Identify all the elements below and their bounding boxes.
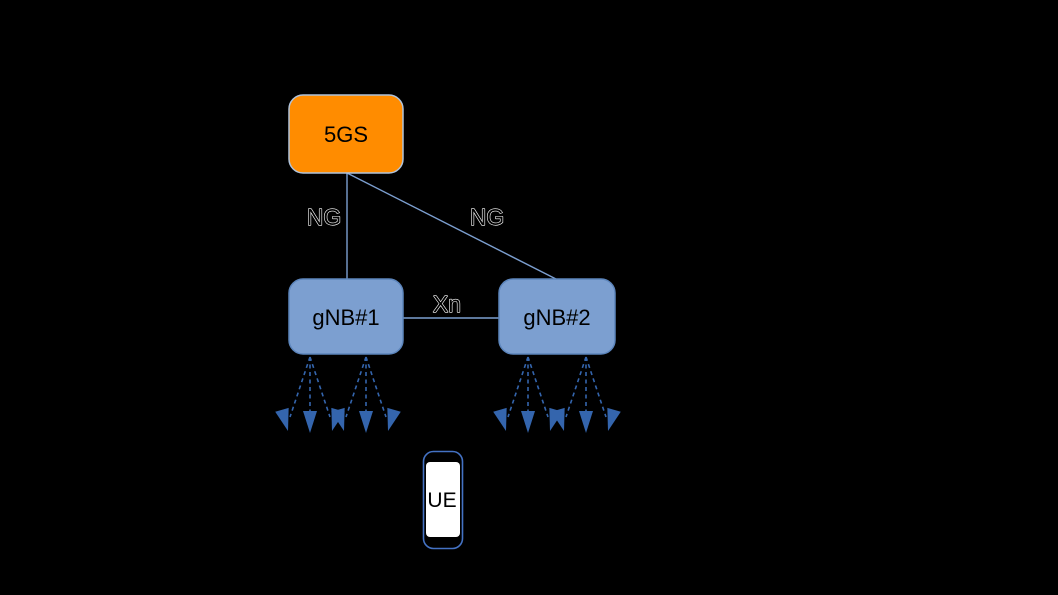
node-5gs-box (288, 94, 404, 174)
edge-ng1-label: NG (307, 204, 342, 230)
edge-ng2-label: NG (470, 204, 505, 230)
node-ue-label: UE (427, 489, 456, 512)
beam-fans (274, 356, 622, 434)
edge-xn-label: Xn (433, 291, 461, 317)
node-gnb1: gNB#1 (288, 278, 404, 355)
node-gnb2-box (498, 278, 616, 355)
node-gnb1-box (288, 278, 404, 355)
beam-fan-gnb1-right (330, 356, 402, 434)
node-5gs: 5GS (288, 94, 404, 174)
node-gnb1-label: gNB#1 (312, 305, 379, 330)
edge-ng2-line (346, 172, 557, 280)
beam-fan-gnb1-left (274, 356, 346, 434)
ue-phone-icon: UE (422, 450, 464, 550)
node-gnb2: gNB#2 (498, 278, 616, 355)
ue-phone-screen (426, 462, 460, 537)
beam-fan-gnb2-right (550, 356, 622, 434)
beam-fan-gnb2-left (492, 356, 564, 434)
node-5gs-label: 5GS (324, 122, 368, 147)
edges (346, 172, 557, 319)
node-gnb2-label: gNB#2 (523, 305, 590, 330)
